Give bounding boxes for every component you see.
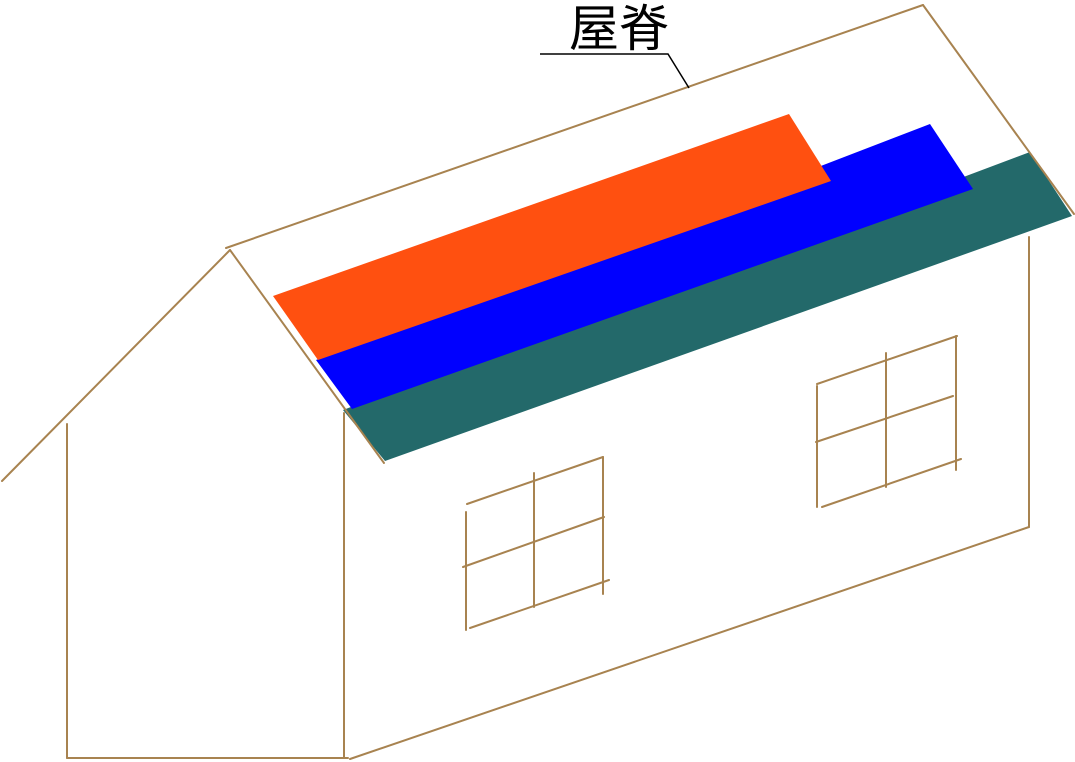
gable-slope-left — [1, 249, 231, 482]
roof-strip-middle — [316, 124, 973, 409]
roof-strip-top — [273, 114, 831, 360]
window-left — [462, 456, 610, 631]
window-right — [815, 335, 962, 508]
label-leader-line — [540, 53, 690, 89]
roof-strip-bottom — [343, 152, 1072, 461]
gable-slope-right — [229, 249, 385, 464]
front-wall-bottom — [349, 526, 1030, 760]
roof-ridge-line — [225, 4, 924, 249]
right-gable-edge — [922, 4, 1075, 215]
ridge-label: 屋脊 — [569, 0, 669, 58]
house-outline — [1, 4, 1075, 760]
